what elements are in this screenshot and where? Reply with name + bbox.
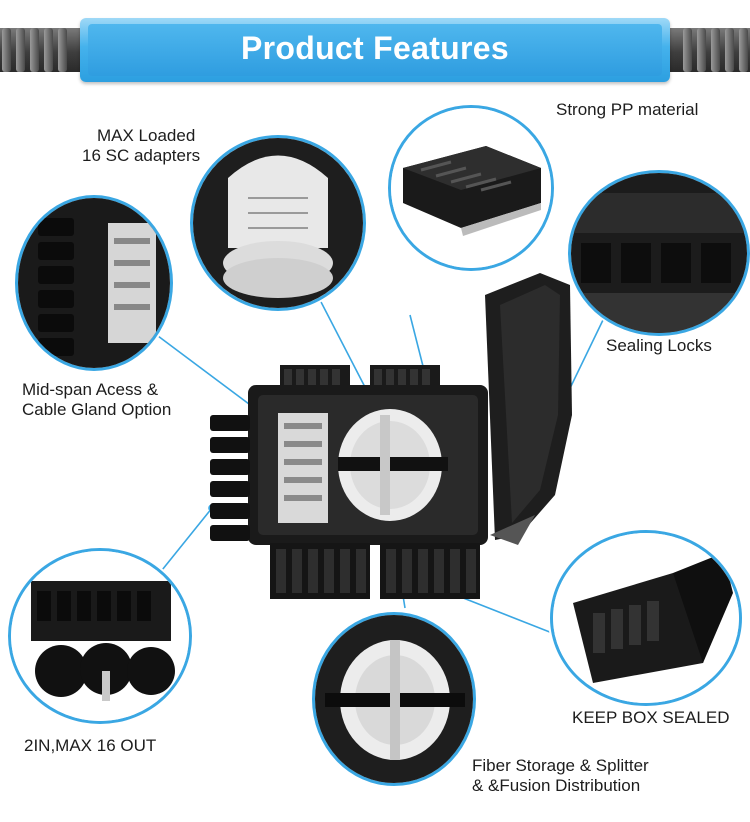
pp-housing-image bbox=[391, 108, 551, 268]
splice-tray-callout bbox=[190, 135, 366, 311]
keep-sealed-callout bbox=[550, 530, 742, 706]
cable-gland-callout bbox=[8, 548, 192, 724]
label-max-loaded-line1: MAX Loaded bbox=[97, 126, 196, 145]
label-fiber-storage-line1: Fiber Storage & Splitter bbox=[472, 756, 649, 775]
header-banner: Product Features bbox=[0, 18, 750, 82]
label-keep-sealed: KEEP BOX SEALED bbox=[572, 708, 730, 727]
cable-gland-image bbox=[11, 551, 189, 721]
adapter-panel-image bbox=[18, 198, 170, 368]
banner-slats-left bbox=[2, 18, 72, 82]
page-title: Product Features bbox=[241, 30, 509, 66]
sealing-lock-image bbox=[571, 173, 747, 333]
label-strong-pp: Strong PP material bbox=[556, 100, 699, 119]
label-sealing-locks: Sealing Locks bbox=[606, 336, 712, 355]
label-mid-span-line2: Cable Gland Option bbox=[22, 400, 172, 419]
fiber-tray-image bbox=[315, 615, 473, 783]
mid-span-callout bbox=[15, 195, 173, 371]
banner-slats-right bbox=[678, 18, 748, 82]
pp-material-callout bbox=[388, 105, 554, 271]
label-fiber-storage-line2: & &Fusion Distribution bbox=[472, 776, 641, 795]
banner-pill: Product Features bbox=[80, 18, 670, 82]
splice-tray-image bbox=[193, 138, 363, 308]
label-max-loaded-line2: 16 SC adapters bbox=[82, 146, 201, 165]
label-mid-span-line1: Mid-span Acess & bbox=[22, 380, 159, 399]
label-in-out: 2IN,MAX 16 OUT bbox=[24, 736, 157, 755]
latch-image bbox=[553, 533, 739, 703]
fiber-storage-callout bbox=[312, 612, 476, 786]
product-enclosure-image bbox=[210, 273, 572, 599]
sealing-locks-callout bbox=[568, 170, 750, 336]
